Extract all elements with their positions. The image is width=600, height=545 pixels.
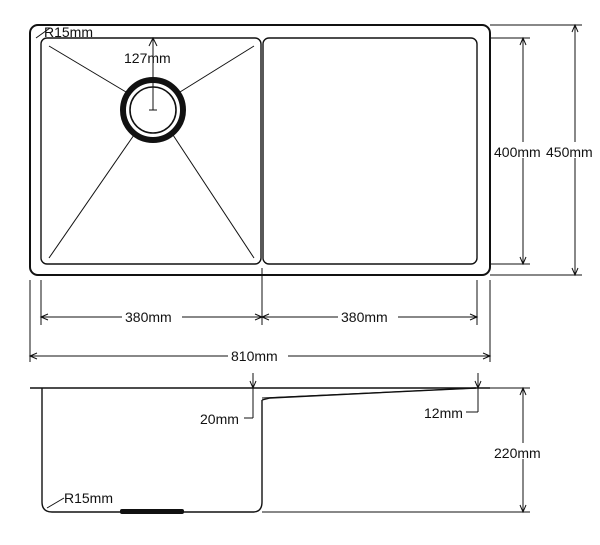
depth-dimensions: 400mm 450mm <box>490 23 598 277</box>
bowl-width-label: 380mm <box>125 309 172 325</box>
width-dimensions: 380mm 380mm 810mm <box>28 268 492 364</box>
rim-thickness-label: 20mm <box>200 411 239 427</box>
corner-radius-top-label: R15mm <box>44 24 93 40</box>
bowl-inner <box>40 37 262 265</box>
side-drain <box>120 509 184 514</box>
bowl-height-label: 220mm <box>494 445 541 461</box>
top-view: 127mm R15mm <box>29 24 491 276</box>
drainboard-inner <box>262 37 478 265</box>
total-depth-label: 450mm <box>546 144 593 160</box>
bowl-diagonal-br <box>172 134 255 259</box>
corner-radius-bottom-label: R15mm <box>64 490 113 506</box>
bowl-diagonal-bl <box>48 134 135 259</box>
drainboard-width-label: 380mm <box>341 309 388 325</box>
drain-dimension-arrow <box>148 36 158 47</box>
sink-outer-rim <box>29 24 491 276</box>
corner-radius-top-leader <box>35 27 51 39</box>
side-view: 20mm 12mm 220mm R15mm <box>30 373 552 514</box>
bowl-diagonal-tr <box>179 45 255 93</box>
drain-diameter-label: 127mm <box>124 50 171 66</box>
drainboard-thickness-label: 12mm <box>424 405 463 421</box>
total-width-label: 810mm <box>231 348 278 364</box>
bowl-diagonal-tl <box>48 45 127 93</box>
inner-depth-label: 400mm <box>494 144 541 160</box>
